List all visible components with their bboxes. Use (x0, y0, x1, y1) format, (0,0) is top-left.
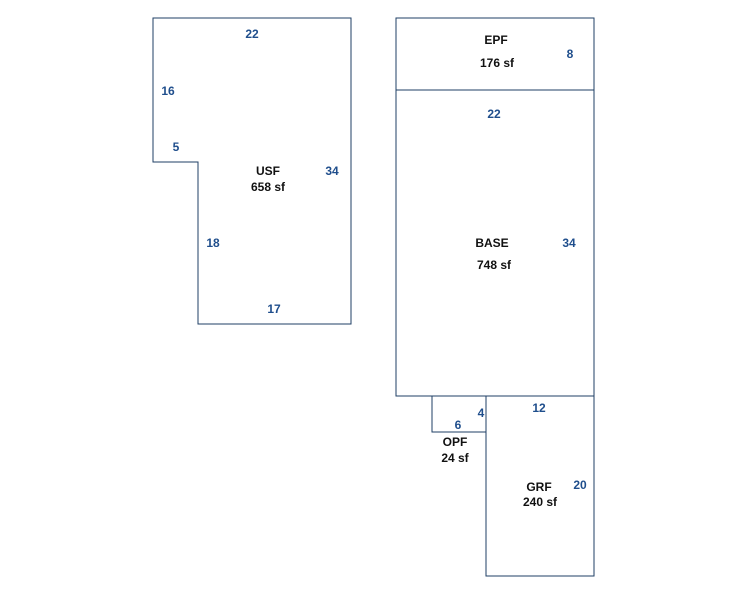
usf-area-value: 658 sf (251, 180, 286, 194)
epf-area: EPF 176 sf 8 (395, 17, 595, 91)
grf-area: 12 GRF 240 sf 20 (485, 395, 595, 577)
epf-name: EPF (484, 33, 507, 47)
epf-area-value: 176 sf (480, 56, 515, 70)
grf-name: GRF (526, 480, 551, 494)
usf-left-upper-dimension: 16 (161, 84, 175, 98)
usf-right-dimension: 34 (325, 164, 339, 178)
opf-right-dimension: 4 (478, 406, 485, 420)
grf-right-dimension: 20 (573, 478, 587, 492)
epf-outline (395, 17, 595, 91)
grf-area-value: 240 sf (523, 495, 558, 509)
opf-area-value: 24 sf (441, 451, 469, 465)
usf-outline (152, 17, 352, 325)
base-area: 22 BASE 748 sf 34 (395, 89, 595, 397)
usf-bottom-dimension: 17 (267, 302, 281, 316)
grf-top-dimension: 12 (532, 401, 546, 415)
base-name: BASE (475, 236, 508, 250)
usf-left-lower-dimension: 18 (206, 236, 220, 250)
base-right-dimension: 34 (562, 236, 576, 250)
epf-right-dimension: 8 (567, 47, 574, 61)
opf-name: OPF (443, 435, 468, 449)
usf-top-dimension: 22 (245, 27, 259, 41)
opf-bottom-dimension: 6 (455, 418, 462, 432)
base-area-value: 748 sf (477, 258, 512, 272)
usf-name: USF (256, 164, 280, 178)
usf-area: 22 16 5 34 18 17 USF 658 sf (152, 17, 352, 325)
base-top-dimension: 22 (487, 107, 501, 121)
opf-area: 4 6 OPF 24 sf (431, 395, 487, 465)
usf-notch-dimension: 5 (173, 140, 180, 154)
grf-outline (485, 395, 595, 577)
